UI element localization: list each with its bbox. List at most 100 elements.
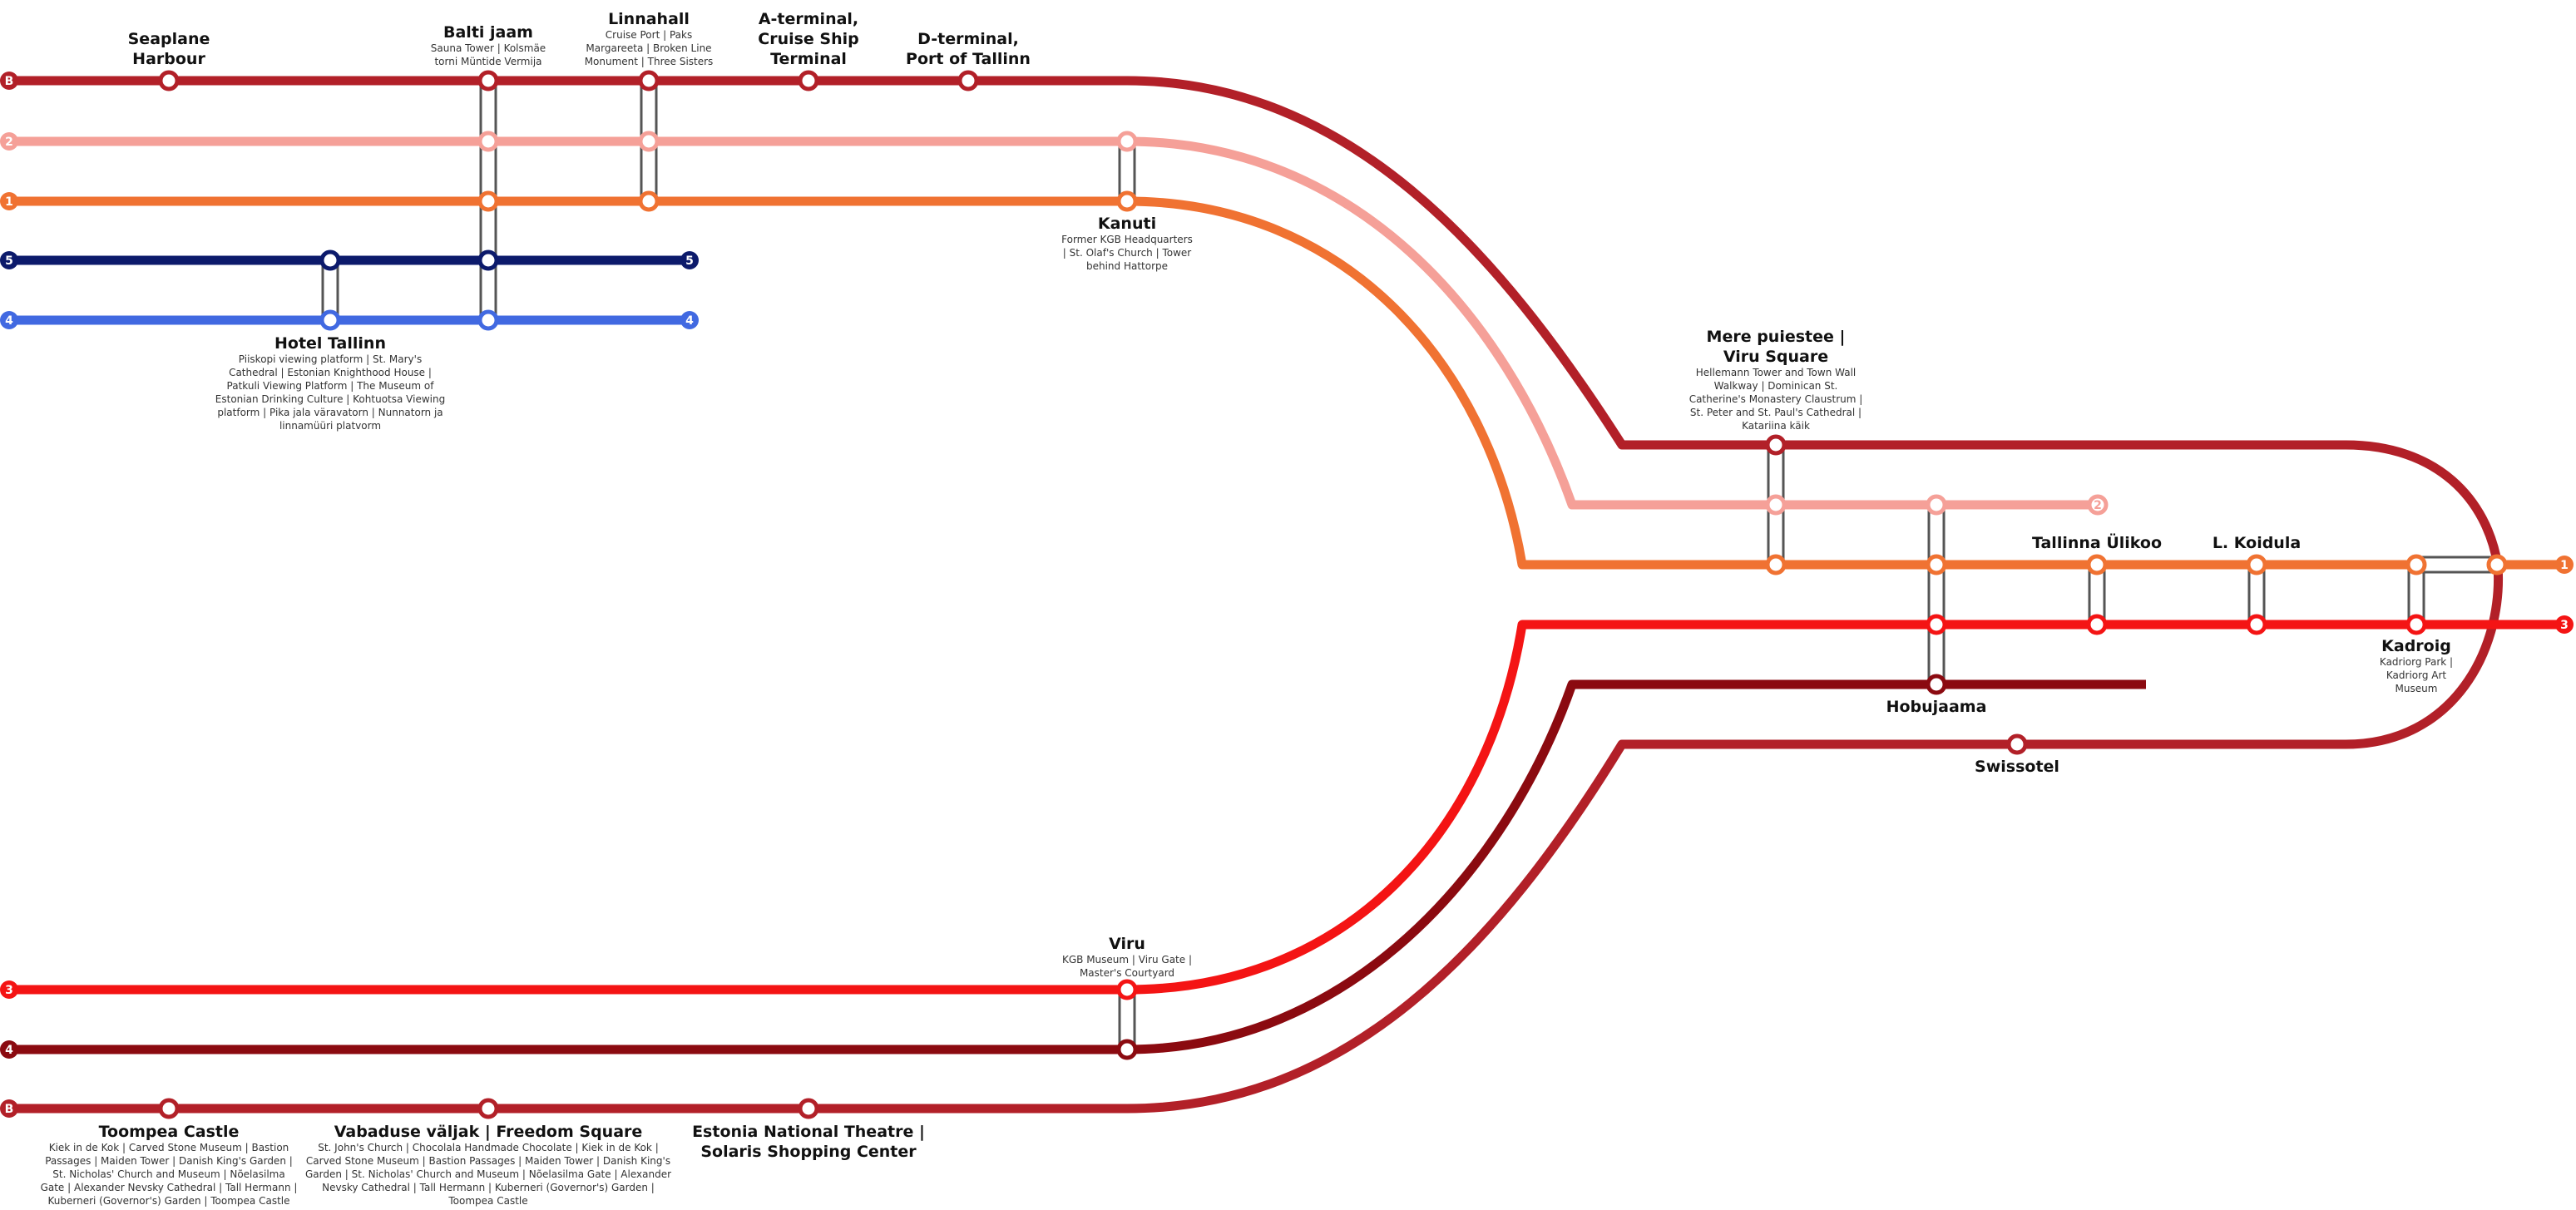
station-name: L. Koidula [2213, 534, 2301, 552]
station-label-koidula: L. Koidula [2213, 534, 2301, 552]
line-l1-route [8, 196, 2564, 570]
station-name: Kadroig [2381, 637, 2451, 655]
station-stop-l4[interactable] [477, 309, 499, 331]
route-lines [8, 76, 2564, 1114]
station-stop-l5[interactable] [477, 249, 499, 271]
station-name: Linnahall [608, 10, 690, 28]
station-description: Walkway | Dominican St. [1714, 380, 1838, 392]
svg-text:2: 2 [5, 136, 13, 149]
station-stop-b[interactable] [477, 1098, 499, 1119]
station-stop-b[interactable] [957, 70, 979, 91]
station-stop-l2[interactable] [1116, 131, 1138, 152]
station-description: Katariina käik [1742, 420, 1810, 432]
station-stop-l1[interactable] [2246, 554, 2267, 575]
station-description: Carved Stone Museum | Bastion Passages |… [306, 1155, 670, 1167]
station-label-swissotel: Swissotel [1975, 758, 2059, 776]
station-stop-l5[interactable] [319, 249, 341, 271]
station-description: Estonian Drinking Culture | Kohtuotsa Vi… [215, 393, 445, 405]
station-description: Nevsky Cathedral | Tall Hermann | Kubern… [322, 1182, 655, 1193]
line-badge-l4: 4 [0, 311, 18, 329]
station-stop-l2[interactable] [477, 131, 499, 152]
station-stop-l3[interactable] [2246, 614, 2267, 635]
line-badge-l1: 1 [2555, 556, 2574, 574]
station-stop-l2[interactable] [1765, 494, 1787, 516]
station-name: Harbour [132, 50, 205, 68]
station-stop-b[interactable] [798, 1098, 819, 1119]
station-stop-l3[interactable] [1926, 614, 1947, 635]
station-description: Cruise Port | Paks [606, 29, 692, 41]
station-stop-l3[interactable] [1116, 979, 1138, 1000]
station-stop-l4d[interactable] [1116, 1039, 1138, 1060]
station-description: Kiek in de Kok | Carved Stone Museum | B… [49, 1142, 289, 1153]
line-badge-l3: 3 [0, 980, 18, 999]
station-stop-b[interactable] [477, 70, 499, 91]
station-stop-b[interactable] [1765, 434, 1787, 456]
station-description: Kuberneri (Governor's) Garden | Toompea … [47, 1195, 289, 1207]
station-stop-l1[interactable] [1926, 554, 1947, 575]
station-description: Garden | St. Nicholas' Church and Museum… [305, 1168, 671, 1180]
line-badge-l2: 2 [0, 132, 18, 151]
station-name: Tallinna Ülikoo [2032, 532, 2162, 552]
station-stop-l2[interactable] [638, 131, 660, 152]
station-stop-l1[interactable] [1116, 190, 1138, 212]
station-markers [158, 70, 2508, 1119]
svg-text:4: 4 [5, 314, 13, 328]
station-stop-l1[interactable] [2086, 554, 2108, 575]
station-label-ylikool: Tallinna Ülikoo [2032, 532, 2162, 552]
station-stop-l2[interactable] [1926, 494, 1947, 516]
station-label-dterminal: D-terminal,Port of Tallinn [906, 30, 1031, 68]
station-description: Kadriorg Park | [2380, 656, 2453, 668]
line-badge-l4d: 4 [0, 1040, 18, 1059]
line-b-route [8, 76, 2504, 1114]
svg-text:5: 5 [5, 254, 13, 268]
station-description: Monument | Three Sisters [585, 56, 714, 67]
station-name: Toompea Castle [99, 1123, 240, 1141]
station-name: Vabaduse väljak | Freedom Square [334, 1123, 643, 1141]
station-name: A-terminal, [759, 10, 858, 28]
station-stop-l1[interactable] [2405, 554, 2427, 575]
station-description: Passages | Maiden Tower | Danish King's … [45, 1155, 293, 1167]
line-l4d-route [8, 679, 2146, 1054]
station-stop-b[interactable] [798, 70, 819, 91]
station-stop-l1[interactable] [638, 190, 660, 212]
station-stop-b[interactable] [2006, 733, 2028, 755]
station-description: Hellemann Tower and Town Wall [1696, 367, 1856, 378]
svg-text:1: 1 [5, 195, 13, 209]
svg-text:4: 4 [685, 314, 694, 328]
line-badge-l4: 4 [680, 311, 699, 329]
station-description: St. Peter and St. Paul's Cathedral | [1690, 407, 1862, 418]
station-description: Toompea Castle [447, 1195, 527, 1207]
svg-text:3: 3 [5, 984, 13, 997]
station-description: Sauna Tower | Kolsmäe [431, 42, 546, 54]
station-description: torni Müntide Vermija [434, 56, 541, 67]
station-description: behind Hattorpe [1086, 260, 1168, 272]
station-stop-l3[interactable] [2405, 614, 2427, 635]
station-description: Catherine's Monastery Claustrum | [1689, 393, 1863, 405]
station-description: linnamüüri platvorm [279, 420, 381, 432]
station-stop-l4d[interactable] [1926, 674, 1947, 695]
station-stop-b[interactable] [158, 1098, 180, 1119]
svg-text:3: 3 [2560, 619, 2569, 632]
station-name: Swissotel [1975, 758, 2059, 776]
station-stop-l3[interactable] [2086, 614, 2108, 635]
line-badge-l2: 2 [2087, 494, 2109, 516]
station-name: Viru [1109, 935, 1145, 953]
station-stop-l1[interactable] [477, 190, 499, 212]
station-stop-b[interactable] [158, 70, 180, 91]
line-badge-l5: 5 [0, 251, 18, 269]
station-name: Solaris Shopping Center [700, 1143, 917, 1161]
station-stop-l4[interactable] [319, 309, 341, 331]
station-stop-b[interactable] [638, 70, 660, 91]
station-stop-l1[interactable] [2486, 554, 2508, 575]
svg-text:1: 1 [2560, 559, 2569, 572]
station-stop-l1[interactable] [1765, 554, 1787, 575]
